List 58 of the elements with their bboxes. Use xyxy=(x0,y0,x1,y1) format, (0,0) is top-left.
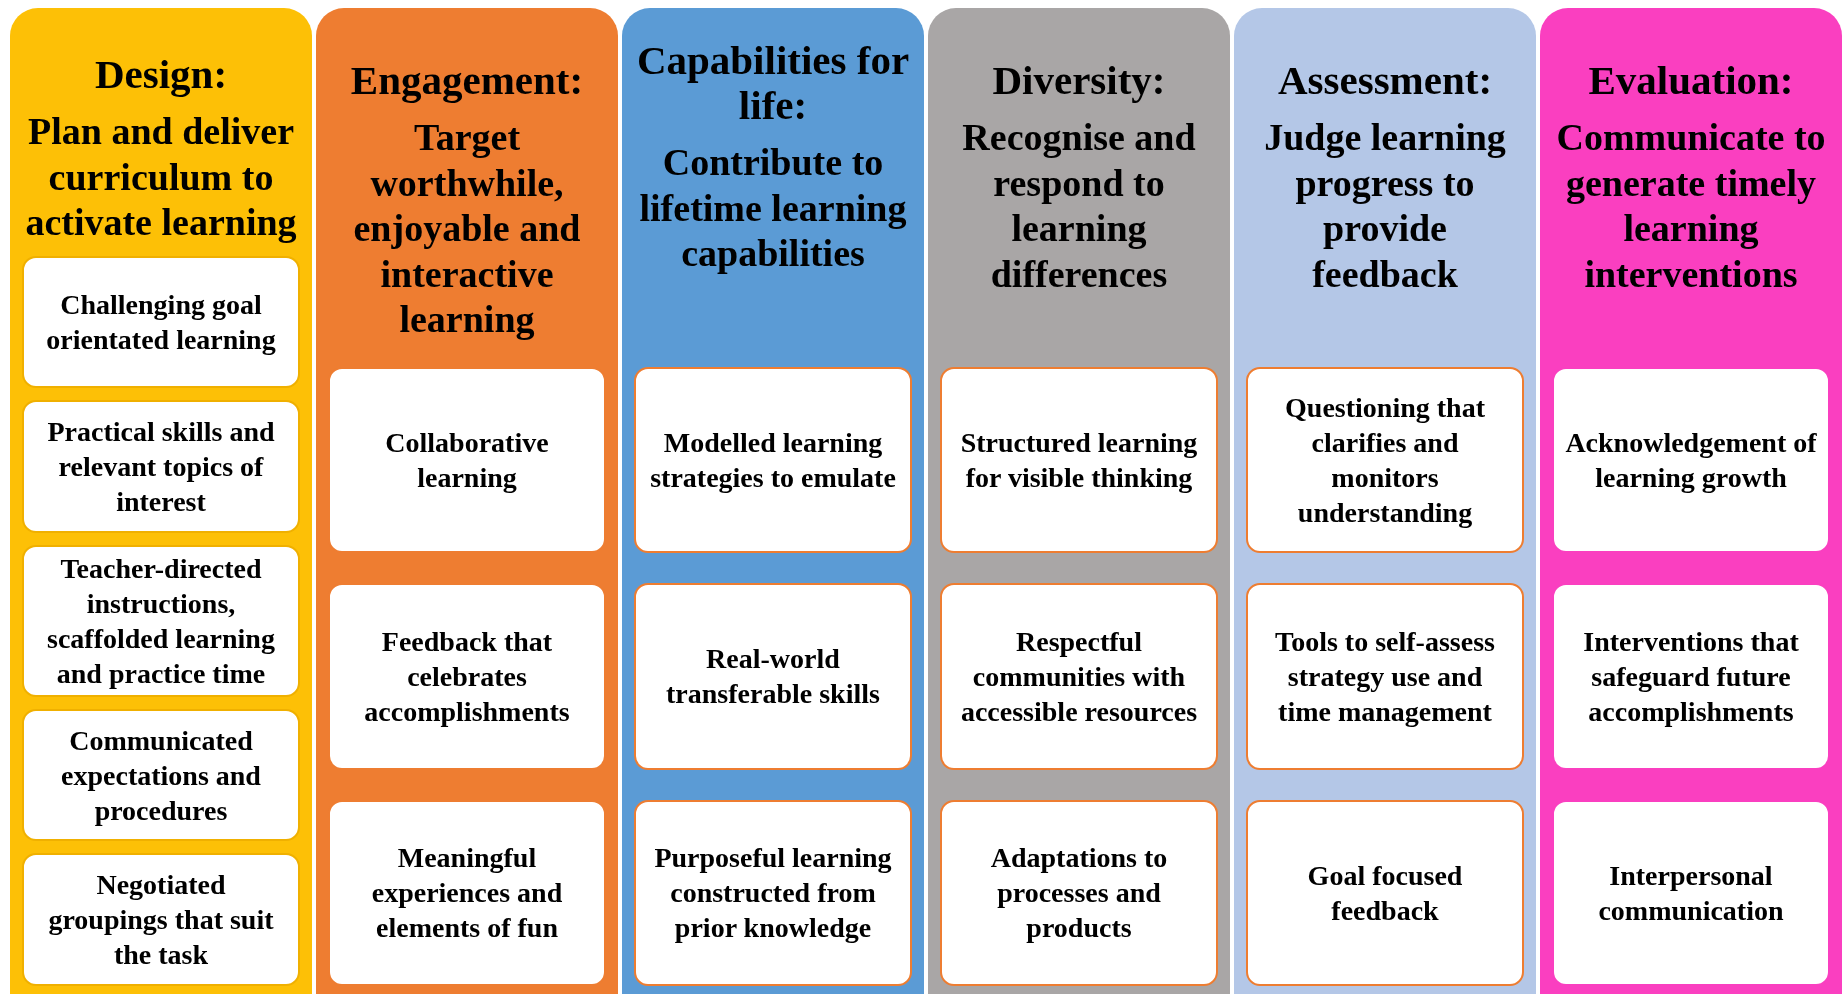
item-text: Interpersonal communication xyxy=(1597,858,1785,928)
item-card xyxy=(1246,799,1524,986)
column-heading: Design: xyxy=(93,52,229,98)
column-heading: Capabilities for life: xyxy=(635,38,911,129)
column-heading: Assessment: xyxy=(1276,58,1494,104)
item-text: Meaningful experiences and elements of fun xyxy=(370,841,564,946)
item-text: Goal focused feedback xyxy=(1306,858,1464,928)
column-panel xyxy=(1234,8,1536,994)
column-subtitle: Recognise and respond to learning differences xyxy=(961,115,1197,297)
item-text: Collaborative learning xyxy=(384,426,550,496)
item-card xyxy=(1552,367,1830,554)
column-panel xyxy=(622,8,924,994)
item-text: Tools to self-assess strategy use and time management xyxy=(1274,625,1496,729)
item-card xyxy=(22,400,300,533)
item-card xyxy=(634,367,912,554)
item-card xyxy=(1246,367,1524,554)
item-text: Teacher-directed instructions, scaffolded learning and practice time xyxy=(46,551,276,691)
item-card xyxy=(1552,799,1830,986)
item-card xyxy=(22,853,300,986)
item-card xyxy=(634,799,912,986)
column-heading: Engagement: xyxy=(349,58,585,104)
item-card xyxy=(328,799,606,986)
item-text: Real-world transferable skills xyxy=(665,642,881,712)
item-text: Adaptations to processes and products xyxy=(989,841,1169,946)
column-subtitle: Judge learning progress to provide feedback xyxy=(1263,115,1507,297)
item-card xyxy=(22,708,300,842)
item-card xyxy=(328,583,606,770)
item-text: Interventions that safeguard future accomplishments xyxy=(1582,625,1800,729)
item-card xyxy=(940,799,1218,986)
item-text: Communicated expectations and procedures xyxy=(60,723,262,828)
column-panel xyxy=(1540,8,1842,994)
column-panel xyxy=(928,8,1230,994)
column-heading: Diversity: xyxy=(991,58,1167,104)
item-card xyxy=(940,367,1218,554)
column-subtitle: Target worthwhile, enjoyable and interactive learning xyxy=(352,115,582,343)
item-card xyxy=(1552,583,1830,770)
item-card xyxy=(940,583,1218,770)
item-text: Challenging goal orientated learning xyxy=(45,288,277,358)
item-text: Practical skills and relevant topics of interest xyxy=(46,415,276,520)
column-heading: Evaluation: xyxy=(1587,58,1795,104)
item-text: Acknowledgement of learning growth xyxy=(1564,426,1818,496)
item-text: Purposeful learning constructed from prior knowledge xyxy=(653,841,893,946)
item-text: Negotiated groupings that suit the task xyxy=(47,868,275,973)
column-subtitle: Communicate to generate timely learning interventions xyxy=(1555,115,1827,297)
column-panel xyxy=(316,8,618,994)
item-text: Respectful communities with accessible resources xyxy=(959,625,1199,729)
item-card xyxy=(22,544,300,697)
item-card xyxy=(328,367,606,554)
item-card xyxy=(634,583,912,770)
item-text: Structured learning for visible thinking xyxy=(959,426,1199,496)
item-text: Feedback that celebrates accomplishments xyxy=(363,625,571,729)
item-card xyxy=(22,255,300,389)
item-card xyxy=(1246,583,1524,770)
item-text: Questioning that clarifies and monitors understanding xyxy=(1284,391,1486,531)
column-subtitle: Contribute to lifetime learning capabilities xyxy=(638,140,908,277)
item-text: Modelled learning strategies to emulate xyxy=(649,426,897,496)
column-panel xyxy=(10,8,312,994)
column-subtitle: Plan and deliver curriculum to activate learning xyxy=(24,109,298,246)
